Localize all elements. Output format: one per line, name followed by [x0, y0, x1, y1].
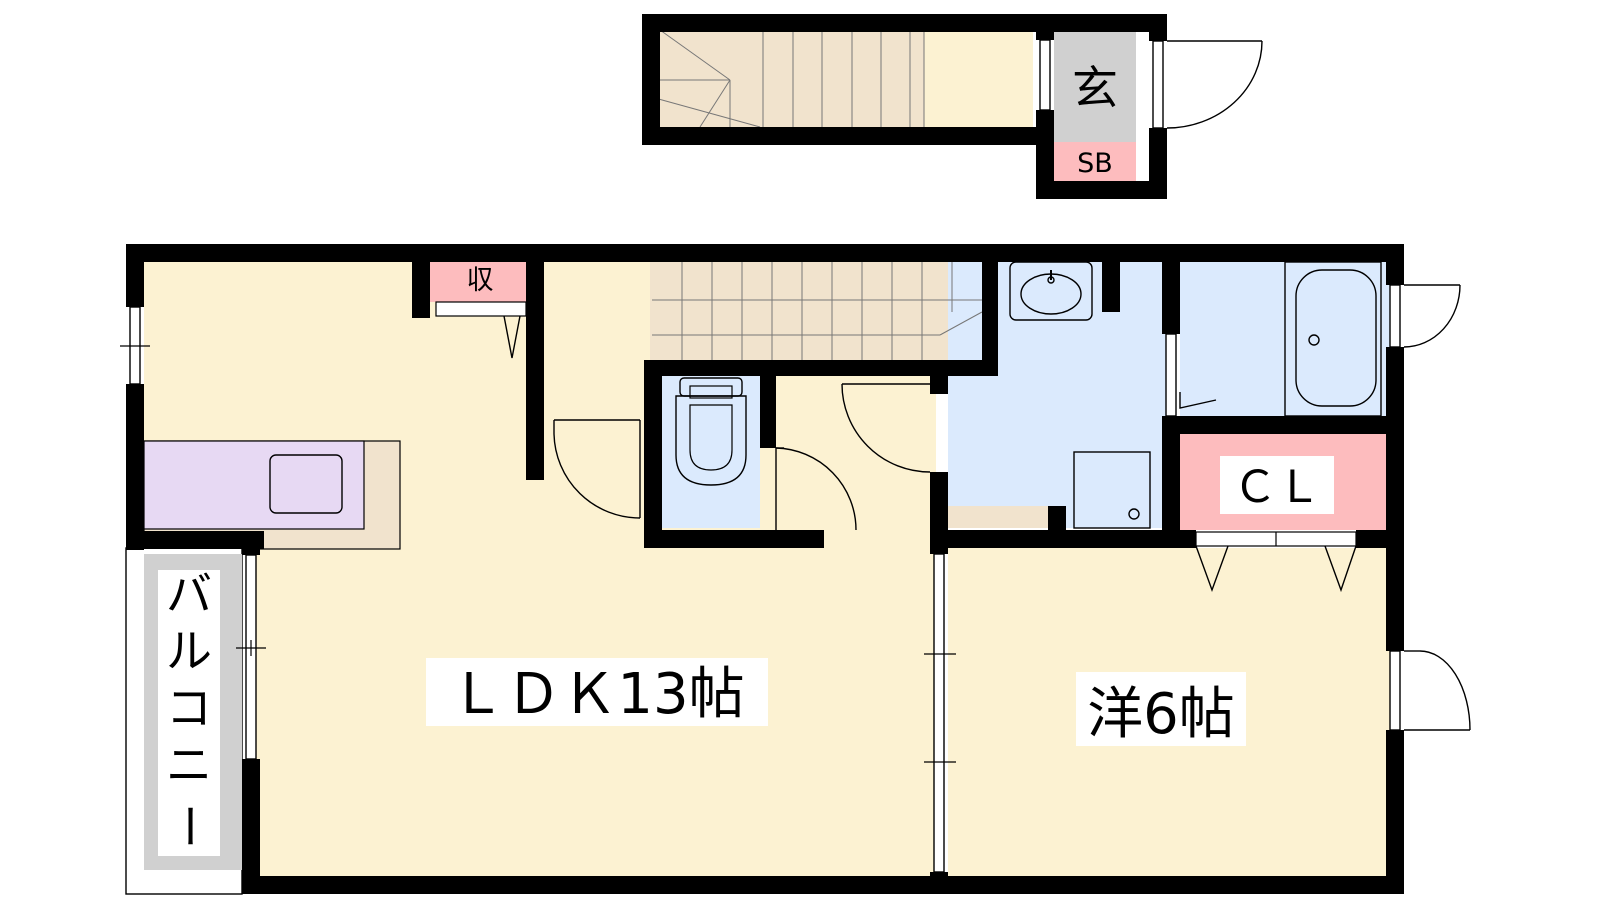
- shoebox-label: SB: [1077, 148, 1113, 179]
- balcony-char-2: ル: [166, 624, 212, 678]
- balcony-char-5: ー: [162, 803, 216, 849]
- balcony-label-bg: [158, 570, 220, 856]
- hall-upper-floor: [924, 30, 1033, 129]
- closet-label-bg: [1220, 456, 1334, 514]
- entrance-label: 玄: [1072, 61, 1118, 115]
- balcony-char-4: ニ: [166, 738, 212, 792]
- shoebox-floor: [1054, 142, 1136, 182]
- stairs-main-floor: [650, 262, 982, 360]
- western-label-bg: [1076, 672, 1246, 746]
- storage-label-bg: [460, 263, 500, 295]
- windows: [120, 284, 1401, 873]
- storage-label: 収: [467, 265, 494, 296]
- stair-treads-upper: [643, 29, 925, 128]
- washroom-strip: [948, 506, 1048, 528]
- bathroom-door: [1179, 392, 1217, 409]
- balcony-char-3: コ: [166, 681, 212, 735]
- door-swings: [553, 284, 1471, 731]
- entrance-walls: [642, 14, 1167, 199]
- main-floors: [125, 262, 1394, 895]
- kitchen-counter: [143, 440, 365, 530]
- toilet-floor: [662, 376, 760, 528]
- entrance-door-frames: [1039, 39, 1164, 129]
- ldk-label-bg: [426, 658, 768, 726]
- entrance-block: 玄 SB: [642, 14, 1263, 199]
- balcony-char-5-wrap: ー: [162, 803, 216, 849]
- balcony-char-1: バ: [166, 567, 212, 621]
- room-labels: 収 ＣＬ ＬＤＫ13帖 洋6帖 バ ル コ ニ ー: [158, 263, 1334, 856]
- main-walls: [126, 244, 1404, 894]
- kitchen-sink: [269, 454, 343, 514]
- closet-folding-door: [1195, 531, 1357, 593]
- western-label: 洋6帖: [1087, 682, 1235, 747]
- front-door-swing: [1166, 40, 1263, 129]
- toilet-bowl: [675, 377, 747, 486]
- entrance-floor: [1054, 30, 1136, 142]
- washing-machine-space: [1073, 451, 1151, 529]
- washroom-floor: [948, 262, 1166, 528]
- stair-treads-main: [652, 262, 983, 360]
- closet-label: ＣＬ: [1233, 462, 1321, 513]
- ldk-label: ＬＤＫ13帖: [449, 662, 744, 727]
- bathroom-floor: [1180, 262, 1394, 416]
